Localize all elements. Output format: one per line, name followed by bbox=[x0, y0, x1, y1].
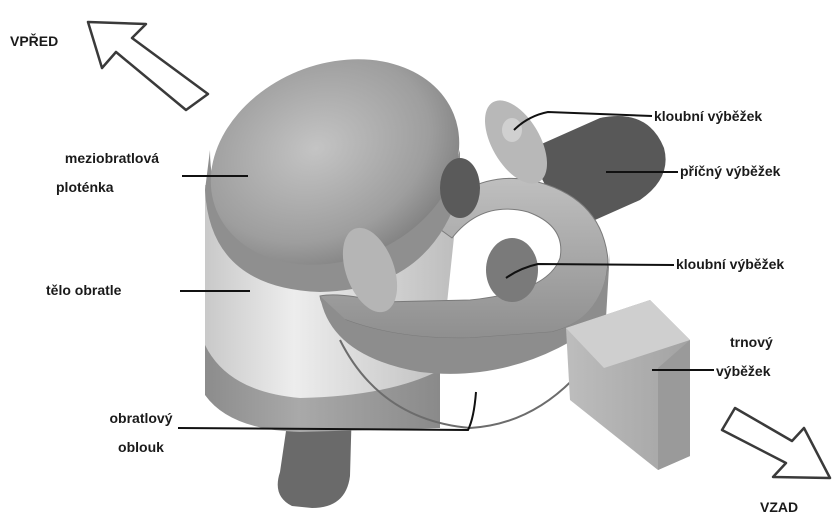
articular-process-lower bbox=[486, 238, 538, 302]
spinous-process-label: trnový výběžek bbox=[716, 334, 806, 380]
back-arrow-icon bbox=[722, 408, 830, 478]
vertebral-arch-label-line2: oblouk bbox=[96, 439, 186, 456]
back-direction-label: VZAD bbox=[760, 499, 798, 516]
front-direction-label: VPŘED bbox=[10, 33, 58, 50]
vertebral-body-label: tělo obratle bbox=[46, 282, 121, 299]
spinous-process-label-line2: výběžek bbox=[716, 363, 806, 380]
articular-process-lower-label: kloubní výběžek bbox=[676, 256, 784, 273]
intervertebral-disc-label-line2: ploténka bbox=[42, 179, 182, 196]
front-arrow-icon bbox=[88, 22, 208, 110]
vertebral-arch-label-line1: obratlový bbox=[96, 410, 186, 427]
intervertebral-disc-label-line1: meziobratlová bbox=[42, 150, 182, 167]
spinous-process bbox=[566, 300, 690, 470]
spinous-process-label-line1: trnový bbox=[716, 334, 806, 351]
articular-process-upper-label: kloubní výběžek bbox=[654, 108, 762, 125]
intervertebral-disc-label: meziobratlová ploténka bbox=[42, 150, 182, 196]
transverse-process-label: příčný výběžek bbox=[680, 163, 780, 180]
vertebral-arch-label: obratlový oblouk bbox=[96, 410, 186, 456]
